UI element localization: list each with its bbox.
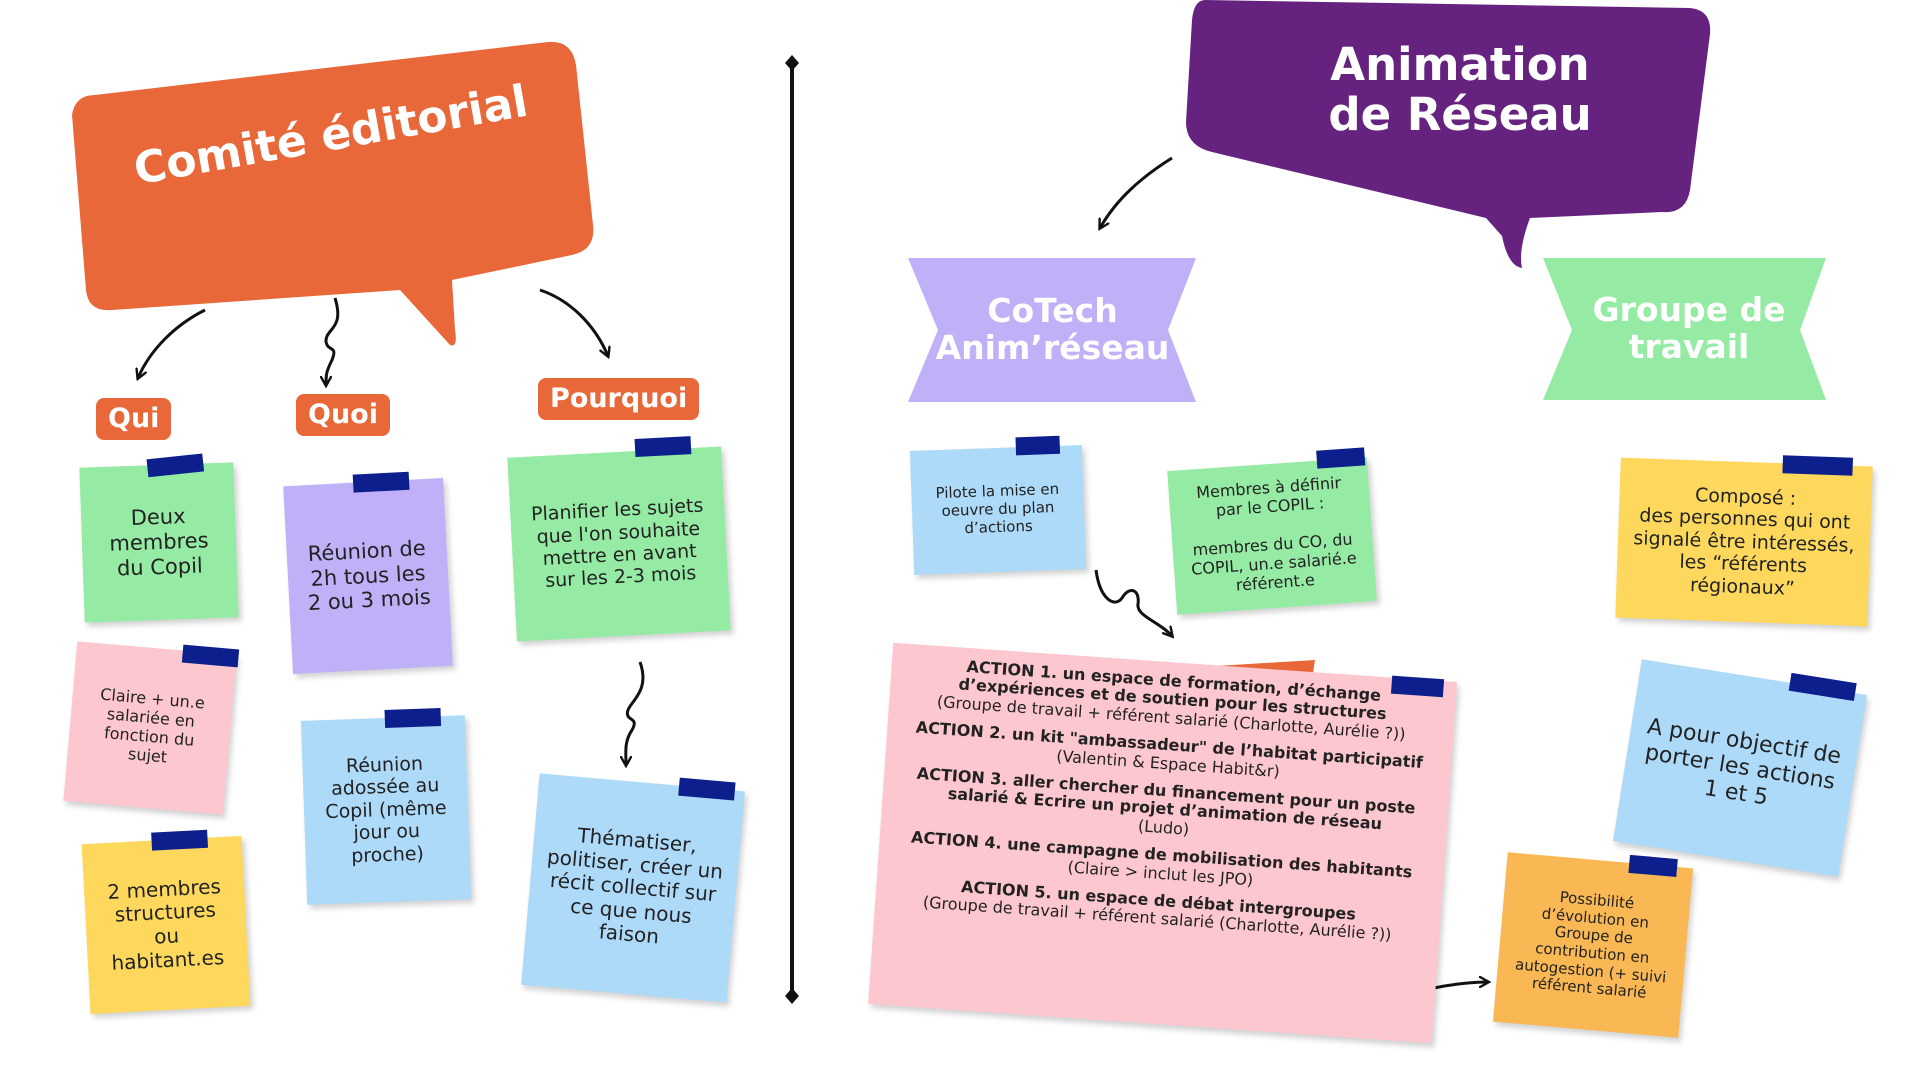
- note-text: Composé : des personnes qui ont signalé …: [1633, 484, 1855, 600]
- tape: [384, 708, 442, 728]
- tape: [678, 777, 736, 801]
- note-quoi-2: Réunion adossée au Copil (même jour ou p…: [300, 708, 472, 905]
- note-text: Réunion de 2h tous les 2 ou 3 mois: [307, 535, 432, 616]
- cotech-label: CoTech Anim’réseau: [936, 285, 1170, 375]
- note-text: Réunion adossée au Copil (même jour ou p…: [324, 752, 448, 867]
- tape: [1015, 435, 1061, 456]
- animation-title-line1: Animation: [1330, 38, 1590, 91]
- arrow-pourquoi-down: [626, 661, 645, 765]
- vertical-divider: [785, 55, 799, 1004]
- note-text: A pour objectif de porter les actions 1 …: [1643, 714, 1843, 811]
- note-text: Membres à définir par le COPIL : membres…: [1190, 473, 1358, 595]
- animation-title-line2: de Réseau: [1328, 87, 1592, 141]
- note-qui-1: Deux membres du Copil: [79, 453, 239, 623]
- note-evolution: Possibilité d’évolution en Groupe de con…: [1492, 852, 1694, 1038]
- tag-pourquoi: Pourquoi: [538, 378, 700, 420]
- groupe-label-line1: Groupe de: [1592, 290, 1786, 330]
- arrow-to-quoi: [326, 297, 340, 385]
- tape: [151, 829, 209, 851]
- note-qui-2: Claire + un.e salariée en fonction du su…: [63, 641, 240, 815]
- animation-title: Animation de Réseau: [1300, 40, 1620, 139]
- animation-speech-bubble: [1186, 0, 1711, 268]
- tape: [1628, 854, 1678, 877]
- arrow-to-cotech: [1100, 156, 1173, 228]
- note-text: Deux membres du Copil: [108, 504, 209, 581]
- tag-qui: Qui: [96, 398, 172, 440]
- cotech-banner-shape: [908, 258, 1196, 402]
- note-text: Possibilité d’évolution en Groupe de con…: [1514, 887, 1668, 1003]
- note-pourquoi-1: Planifier les sujets que l'on souhaite m…: [507, 436, 731, 642]
- tape: [352, 471, 410, 493]
- note-membres: Membres à définir par le COPIL : membres…: [1167, 447, 1377, 615]
- tape: [1390, 675, 1445, 698]
- tape: [1316, 447, 1366, 469]
- note-quoi-1: Réunion de 2h tous les 2 ou 3 mois: [283, 471, 453, 675]
- note-text: Planifier les sujets que l'on souhaite m…: [530, 494, 704, 593]
- groupe-banner-shape: [1543, 258, 1826, 400]
- tape: [1782, 455, 1854, 476]
- comite-speech-bubble: [72, 41, 594, 346]
- tape: [634, 436, 692, 458]
- note-qui-3: 2 membres structures ou habitant.es: [81, 829, 251, 1015]
- arrow-to-pourquoi: [539, 288, 608, 356]
- note-text: Thématiser, politiser, créer un récit co…: [546, 823, 725, 949]
- note-pilote: Pilote la mise en oeuvre du plan d’actio…: [909, 435, 1087, 575]
- tag-quoi: Quoi: [296, 394, 390, 436]
- arrow-to-actions: [1094, 569, 1172, 636]
- note-text: 2 membres structures ou habitant.es: [106, 873, 225, 975]
- note-text: Claire + un.e salariée en fonction du su…: [99, 684, 206, 767]
- cotech-label-line1: CoTech: [987, 291, 1118, 331]
- note-objectif: A pour objectif de porter les actions 1 …: [1613, 659, 1867, 877]
- groupe-label-line2: travail: [1628, 327, 1750, 366]
- groupe-label: Groupe de travail: [1578, 286, 1800, 372]
- cotech-label-line2: Anim’réseau: [935, 328, 1170, 367]
- note-text: Pilote la mise en oeuvre du plan d’actio…: [935, 480, 1060, 538]
- note-pourquoi-2: Thématiser, politiser, créer un récit co…: [521, 773, 745, 1003]
- note-compose: Composé : des personnes qui ont signalé …: [1615, 455, 1873, 627]
- tape: [181, 644, 240, 668]
- arrow-to-qui: [138, 308, 206, 378]
- note-actions: ACTION 1. un espace de formation, d’écha…: [868, 642, 1457, 1044]
